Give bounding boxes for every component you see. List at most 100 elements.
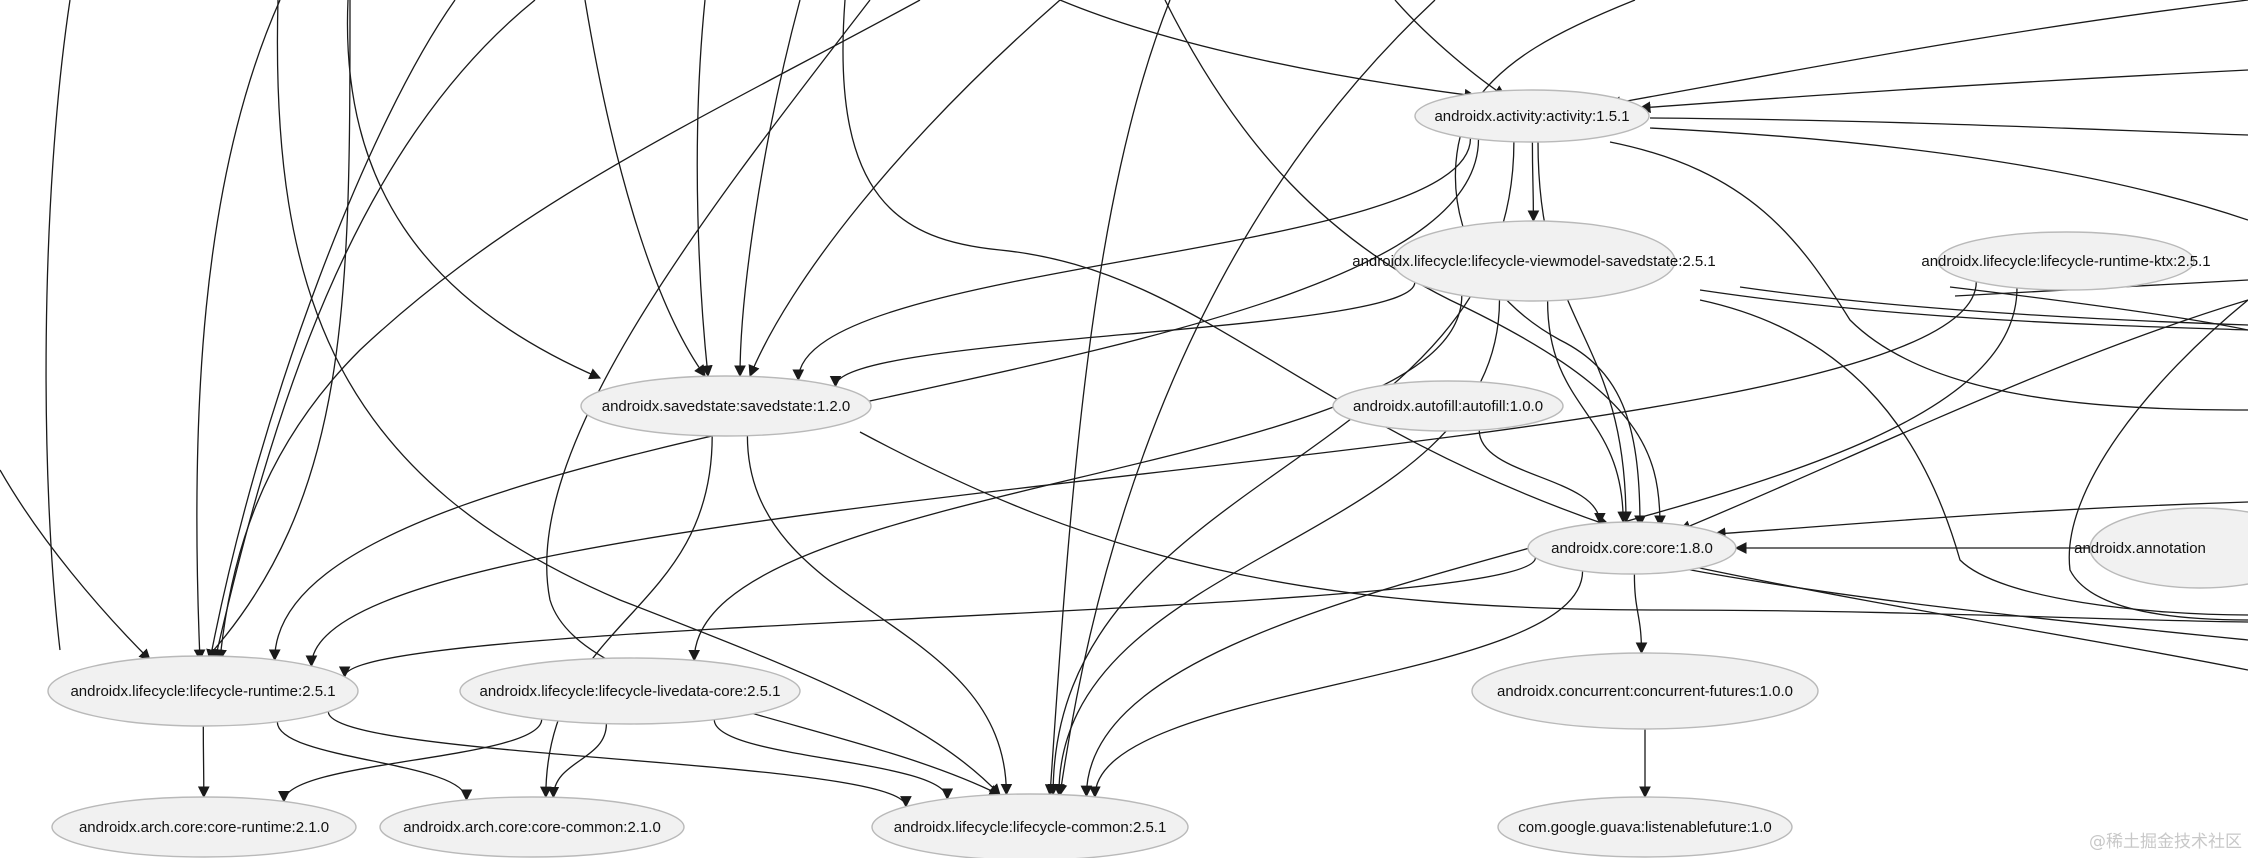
outgoing-edge [859,431,2248,623]
incoming-edge [842,0,1612,529]
node-autofill[interactable]: androidx.autofill:autofill:1.0.0 [1332,380,1564,432]
incoming-edge [1608,0,2248,108]
outgoing-edge [1699,289,2248,331]
node-label: androidx.lifecycle:lifecycle-livedata-co… [480,683,781,700]
node-label: androidx.arch.core:core-runtime:2.1.0 [79,819,329,836]
incoming-edge [1055,0,1436,797]
node-label: androidx.lifecycle:lifecycle-viewmodel-s… [1352,253,1716,270]
outgoing-edge [1954,279,2248,297]
node-ellipse [1471,652,1819,730]
node-lc_common[interactable]: androidx.lifecycle:lifecycle-common:2.5.… [871,793,1189,858]
node-ellipse [580,375,872,437]
node-lc_runtime[interactable]: androidx.lifecycle:lifecycle-runtime:2.5… [47,655,359,727]
node-ellipse [51,796,357,858]
incoming-edge [204,0,351,661]
incoming-edge [276,0,1001,796]
incoming-edge [696,0,713,378]
edge-activity-to-core [1537,141,1632,524]
incoming-edge [193,0,281,662]
incoming-edge [215,0,921,662]
node-label: androidx.lifecycle:lifecycle-runtime:2.5… [70,683,335,700]
edge-savedstate-to-arch_common [539,435,713,799]
node-label: androidx.autofill:autofill:1.0.0 [1353,398,1543,415]
outgoing-edge [1609,141,2248,411]
node-label: androidx.activity:activity:1.5.1 [1434,108,1629,125]
incoming-edge [748,0,1061,378]
node-label: androidx.savedstate:savedstate:1.2.0 [602,398,851,415]
node-ellipse [2089,507,2248,589]
incoming-edge [1394,0,1506,97]
node-annotation[interactable]: androidx.annotation [2074,507,2248,589]
watermark: @稀土掘金技术社区 [2089,832,2242,852]
node-ellipse [1937,231,2195,291]
node-savedstate[interactable]: androidx.savedstate:savedstate:1.2.0 [580,375,872,437]
edge-livedata_core-to-arch_runtime [278,719,543,803]
node-label: androidx.lifecycle:lifecycle-runtime-ktx… [1921,253,2210,270]
edge-lc_runtime-to-lc_common [327,711,912,808]
incoming-edge [45,0,71,651]
edge-core-to-concurrent [1633,573,1648,655]
incoming-edge [206,0,456,662]
incoming-edge [346,0,602,380]
edge-vm_savedstate-to-lc_common [1053,299,1501,796]
incoming-edge [1044,0,1171,797]
outgoing-edge [2068,299,2248,621]
edge-livedata_core-to-arch_common [547,723,608,799]
incoming-edge [1059,0,1477,101]
edge-vm_savedstate-to-core [1546,300,1630,524]
edge-activity-to-savedstate [792,138,1472,382]
offscreen-edges-layer [0,0,2248,797]
edge-livedata_core-to-lc_common [713,719,954,801]
node-ellipse [459,657,801,725]
incoming-edge [211,0,536,662]
edges-layer [197,138,2091,808]
outgoing-edge [1739,286,2248,326]
incoming-edge [1164,0,1666,528]
edge-core-to-lc_common [1089,570,1584,799]
node-label: com.google.guava:listenablefuture:1.0 [1518,819,1772,836]
node-concurrent[interactable]: androidx.concurrent:concurrent-futures:1… [1471,652,1819,730]
edge-vm_savedstate-to-livedata_core [688,295,1463,662]
node-arch_runtime[interactable]: androidx.arch.core:core-runtime:2.1.0 [51,796,357,858]
incoming-edge [546,0,1002,796]
edge-runtime_ktx-to-lc_runtime [305,281,1977,668]
incoming-edge [1678,299,2248,532]
node-label: androidx.lifecycle:lifecycle-common:2.5.… [894,819,1167,836]
incoming-edge [584,0,706,377]
node-ellipse [1527,521,1737,575]
nodes-layer: androidx.activity:activity:1.5.1 androidx… [47,89,2248,858]
incoming-edge [1713,501,2248,540]
node-activity[interactable]: androidx.activity:activity:1.5.1 [1414,89,1650,143]
edge-lc_runtime-to-arch_runtime [197,725,210,799]
node-arch_common[interactable]: androidx.arch.core:core-common:2.1.0 [379,796,685,858]
node-label: androidx.arch.core:core-common:2.1.0 [403,819,661,836]
node-ellipse [1497,796,1793,858]
node-vm_savedstate[interactable]: androidx.lifecycle:lifecycle-viewmodel-s… [1352,220,1716,302]
node-label: androidx.annotation [2074,540,2206,557]
node-listenable[interactable]: com.google.guava:listenablefuture:1.0 [1497,796,1793,858]
node-ellipse [379,796,685,858]
node-ellipse [1414,89,1650,143]
node-label: androidx.concurrent:concurrent-futures:1… [1497,683,1793,700]
node-ellipse [1332,380,1564,432]
outgoing-edge [1689,565,2248,671]
edge-lc_runtime-to-arch_common [276,721,473,802]
node-ellipse [47,655,359,727]
outgoing-edge [1679,567,2248,641]
incoming-edge [0,469,151,661]
node-ellipse [871,793,1189,858]
edge-activity-to-lc_runtime [268,139,1480,662]
node-runtime_ktx[interactable]: androidx.lifecycle:lifecycle-runtime-ktx… [1921,231,2211,291]
edge-core-to-lc_runtime [339,557,1537,678]
incoming-edge [734,0,801,378]
edge-vm_savedstate-to-savedstate [829,282,1416,388]
edge-autofill-to-core [1478,430,1606,525]
node-label: androidx.core:core:1.8.0 [1551,540,1713,557]
node-ellipse [1392,220,1676,302]
incoming-edge [1638,69,2248,114]
node-core[interactable]: androidx.core:core:1.8.0 [1527,521,1737,575]
node-livedata_core[interactable]: androidx.lifecycle:lifecycle-livedata-co… [459,657,801,725]
outgoing-edge [1649,117,2248,136]
edge-savedstate-to-lc_common [746,435,1013,796]
